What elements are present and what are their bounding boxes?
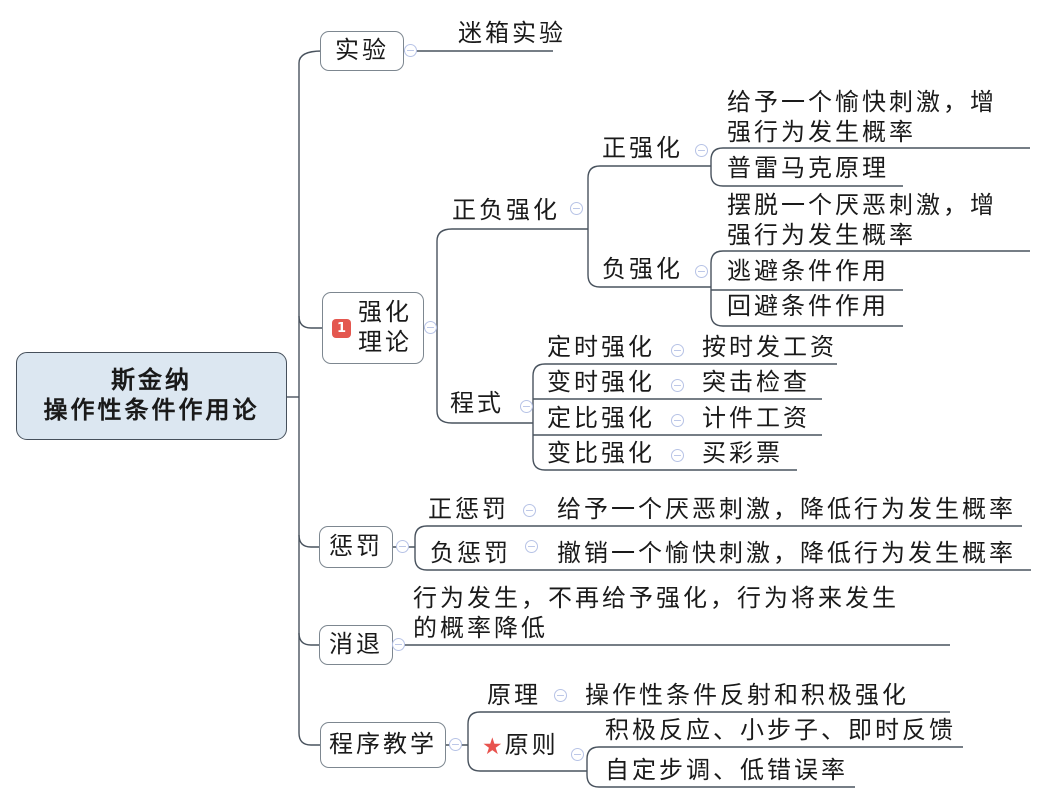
subtopic-fixed-ratio[interactable]: 定比强化 [547,406,655,432]
subtopic-positive-punishment[interactable]: 正惩罚 [428,497,509,523]
collapse-icon[interactable]: − [392,637,405,651]
collapse-icon[interactable]: − [570,201,583,215]
collapse-icon[interactable]: − [695,264,708,278]
subtopic-principle-note[interactable]: 操作性条件反射和积极强化 [585,683,909,709]
subtopic-negative-punishment[interactable]: 负惩罚 [430,541,511,567]
subtopic-rules-note-2[interactable]: 自定步调、低错误率 [605,758,848,784]
subtopic-surprise-inspection[interactable]: 突击检查 [702,370,810,396]
collapse-icon[interactable]: − [671,448,684,462]
collapse-icon[interactable]: − [396,539,409,553]
subtopic-salary-on-time[interactable]: 按时发工资 [702,335,837,361]
collapse-icon[interactable]: − [525,539,538,553]
subtopic-escape-conditioning[interactable]: 逃避条件作用 [727,259,889,285]
topic-reinforcement-theory[interactable]: 1 强化 理论 [322,292,424,364]
star-icon: ★ [482,734,503,759]
subtopic-pos-neg-reinforcement[interactable]: 正负强化 [452,198,560,224]
collapse-icon[interactable]: − [520,399,533,413]
subtopic-principle[interactable]: 原理 [487,683,541,709]
subtopic-extinction-note[interactable]: 行为发生，不再给予强化，行为将来发生 的概率降低 [413,586,899,642]
topic-programmed-teaching[interactable]: 程序教学 [320,722,446,768]
collapse-icon[interactable]: − [671,343,684,357]
collapse-icon[interactable]: − [695,143,708,157]
subtopic-maze-box-experiment[interactable]: 迷箱实验 [458,21,566,47]
subtopic-avoidance-conditioning[interactable]: 回避条件作用 [727,294,889,320]
root-topic[interactable]: 斯金纳 操作性条件作用论 [16,352,287,440]
subtopic-fixed-interval[interactable]: 定时强化 [547,335,655,361]
topic-extinction[interactable]: 消退 [319,625,393,665]
subtopic-rules-label: 原则 [504,733,559,759]
subtopic-rules-note-1[interactable]: 积极反应、小步子、即时反馈 [605,718,956,744]
collapse-icon[interactable]: − [571,747,584,761]
subtopic-schedules[interactable]: 程式 [450,391,504,417]
subtopic-pleasant-stimulus-note[interactable]: 给予一个愉快刺激，增 强行为发生概率 [727,90,997,146]
subtopic-positive-reinforcement[interactable]: 正强化 [602,136,683,162]
subtopic-premack-principle[interactable]: 普雷马克原理 [727,156,889,182]
subtopic-variable-interval[interactable]: 变时强化 [547,370,655,396]
topic-reinforcement-theory-label: 强化 理论 [358,300,412,356]
topic-experiment[interactable]: 实验 [320,31,404,71]
collapse-icon[interactable]: − [523,503,536,517]
collapse-icon[interactable]: − [449,737,462,751]
collapse-icon[interactable]: − [554,688,567,702]
collapse-icon[interactable]: − [671,413,684,427]
topic-punishment[interactable]: 惩罚 [319,526,393,568]
subtopic-rules[interactable]: ★ 原则 [482,731,559,761]
subtopic-negative-reinforcement[interactable]: 负强化 [602,257,683,283]
subtopic-positive-punishment-note[interactable]: 给予一个厌恶刺激，降低行为发生概率 [557,497,1016,523]
collapse-icon[interactable]: − [404,43,417,57]
subtopic-variable-ratio[interactable]: 变比强化 [547,441,655,467]
subtopic-negative-punishment-note[interactable]: 撤销一个愉快刺激，降低行为发生概率 [557,541,1016,567]
collapse-icon[interactable]: − [424,320,437,334]
collapse-icon[interactable]: − [671,378,684,392]
priority-1-badge: 1 [332,318,351,338]
subtopic-piece-rate-pay[interactable]: 计件工资 [702,406,810,432]
subtopic-aversive-stimulus-note[interactable]: 摆脱一个厌恶刺激，增 强行为发生概率 [727,193,997,249]
subtopic-lottery[interactable]: 买彩票 [702,441,783,467]
